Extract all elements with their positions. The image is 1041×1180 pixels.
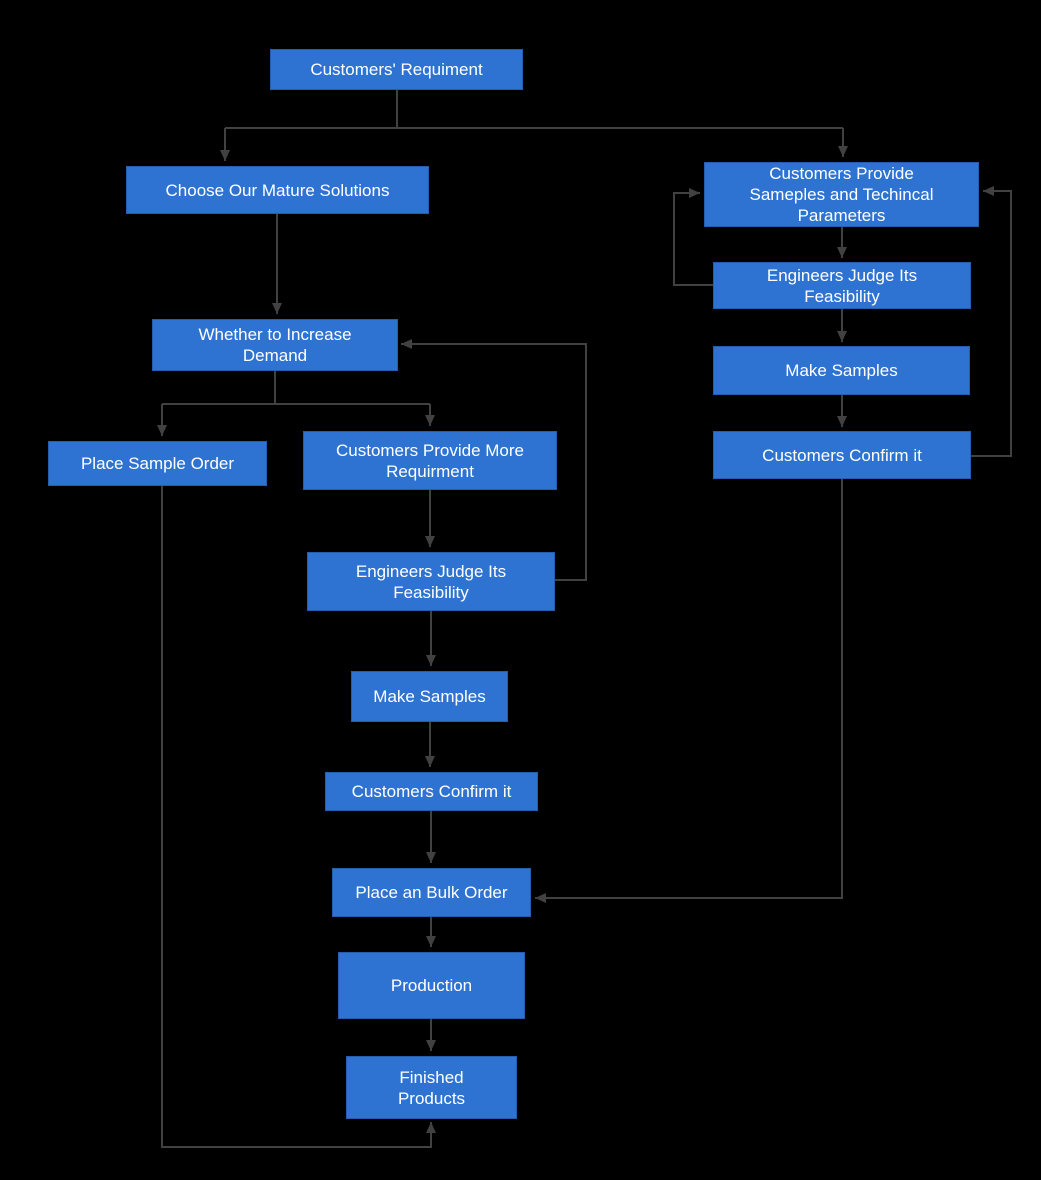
connector-sample-order-to-finished	[161, 486, 436, 1148]
node-customers-provide-more-requirement-label: Customers Provide More Requirment	[335, 440, 524, 481]
connector-feedback-to-whether	[401, 339, 587, 581]
node-engineers-judge-feasibility-mid: Engineers Judge Its Feasibility	[307, 552, 555, 611]
node-customers-requirement-label: Customers' Requiment	[310, 60, 483, 79]
node-customers-confirm-right: Customers Confirm it	[713, 431, 971, 479]
node-finished-products: Finished Products	[346, 1056, 517, 1119]
node-customers-provide-more-requirement: Customers Provide More Requirment	[303, 431, 557, 490]
node-engineers-judge-feasibility-mid-label: Engineers Judge Its Feasibility	[355, 561, 507, 602]
node-customers-confirm-right-label: Customers Confirm it	[762, 445, 922, 465]
node-make-samples-right: Make Samples	[713, 346, 970, 395]
node-customers-confirm-mid: Customers Confirm it	[325, 772, 538, 811]
node-place-bulk-order-label: Place an Bulk Order	[355, 883, 508, 902]
node-place-sample-order: Place Sample Order	[48, 441, 267, 486]
node-production-label: Production	[390, 976, 473, 995]
node-customers-requirement: Customers' Requiment	[270, 49, 523, 90]
node-finished-products-label: Finished Products	[397, 1067, 466, 1108]
node-customers-provide-samples-params: Customers Provide Sameples and Techincal…	[704, 162, 979, 227]
node-customers-provide-samples-params-label: Customers Provide Sameples and Techincal…	[749, 164, 934, 225]
node-customers-confirm-mid-label: Customers Confirm it	[351, 782, 512, 801]
node-place-bulk-order: Place an Bulk Order	[332, 868, 531, 917]
node-engineers-judge-feasibility-right: Engineers Judge Its Feasibility	[713, 262, 971, 309]
connector-whether-split	[162, 371, 430, 405]
node-make-samples-mid: Make Samples	[351, 671, 508, 722]
node-engineers-judge-feasibility-right-label: Engineers Judge Its Feasibility	[766, 265, 918, 306]
node-production: Production	[338, 952, 525, 1019]
node-whether-increase-demand: Whether to Increase Demand	[152, 319, 398, 371]
node-choose-mature-solutions: Choose Our Mature Solutions	[126, 166, 429, 214]
node-whether-increase-demand-label: Whether to Increase Demand	[198, 325, 352, 365]
node-place-sample-order-label: Place Sample Order	[80, 454, 235, 473]
connector-feedback-confirm-right	[971, 186, 1012, 457]
connector-confirm-right-to-bulk	[535, 479, 843, 903]
connector-trunk	[225, 90, 843, 129]
node-make-samples-mid-label: Make Samples	[373, 687, 486, 706]
node-choose-mature-solutions-label: Choose Our Mature Solutions	[165, 180, 390, 200]
node-make-samples-right-label: Make Samples	[785, 361, 898, 380]
connector-feedback-engineers-right	[673, 188, 713, 286]
